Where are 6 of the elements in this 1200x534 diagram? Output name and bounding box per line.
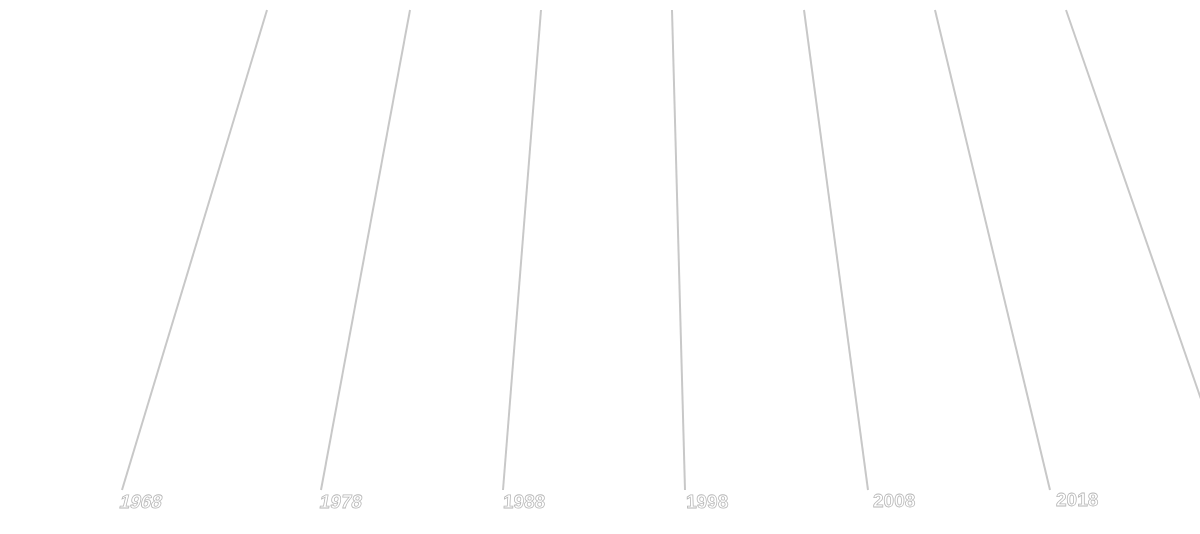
year-label: 1998 (685, 492, 729, 511)
year-label: 2008 (873, 491, 916, 510)
year-label: 2018 (1056, 490, 1099, 509)
year-label: 1978 (318, 492, 364, 511)
year-label: 1968 (117, 492, 165, 511)
year-label: 1988 (502, 492, 546, 511)
